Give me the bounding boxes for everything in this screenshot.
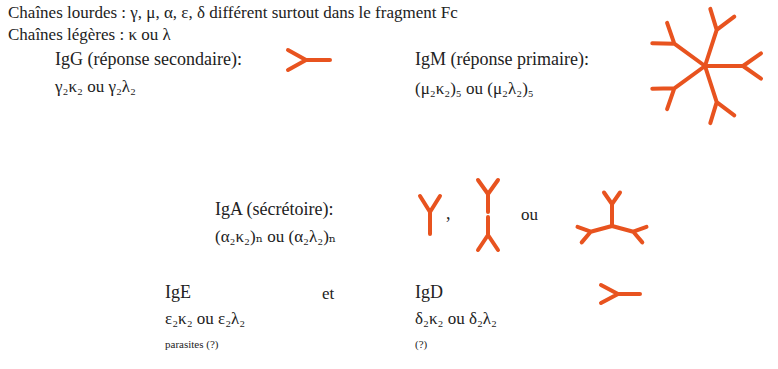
class-title: IgE: [165, 283, 191, 303]
iga-dimer: [478, 180, 498, 250]
class-title: IgM (réponse primaire):: [415, 50, 589, 70]
chain-formula: (μ₂κ₂)₅ ou (μ₂λ₂)₅: [415, 80, 534, 99]
connector-word: et: [322, 285, 334, 304]
function-note: (?): [415, 338, 427, 350]
heading-line: Chaînes légères : κ ou λ: [8, 26, 171, 45]
chain-formula: γ₂κ₂ ou γ₂λ₂: [55, 78, 136, 97]
heading-line: Chaînes lourdes : γ, μ, α, ε, δ différen…: [8, 4, 458, 23]
function-note: parasites (?): [165, 338, 218, 350]
igm-pentamer: [652, 9, 761, 123]
iga-monomer: [420, 196, 440, 234]
class-title: IgG (réponse secondaire):: [55, 50, 242, 70]
chain-formula: δ₂κ₂ ou δ₂λ₂: [415, 310, 497, 329]
igg-monomer: [288, 50, 330, 70]
chain-formula: ε₂κ₂ ou ε₂λ₂: [165, 310, 245, 329]
ige-igd-monomer: [601, 285, 640, 303]
class-title: IgD: [415, 283, 443, 303]
connector-word: ou: [521, 206, 538, 225]
chain-formula: (α₂κ₂)ₙ ou (α₂λ₂)ₙ: [215, 228, 336, 247]
class-title: IgA (sécrétoire):: [215, 200, 333, 220]
iga-trimer: [578, 193, 647, 243]
separator-mark: ,: [446, 204, 451, 224]
